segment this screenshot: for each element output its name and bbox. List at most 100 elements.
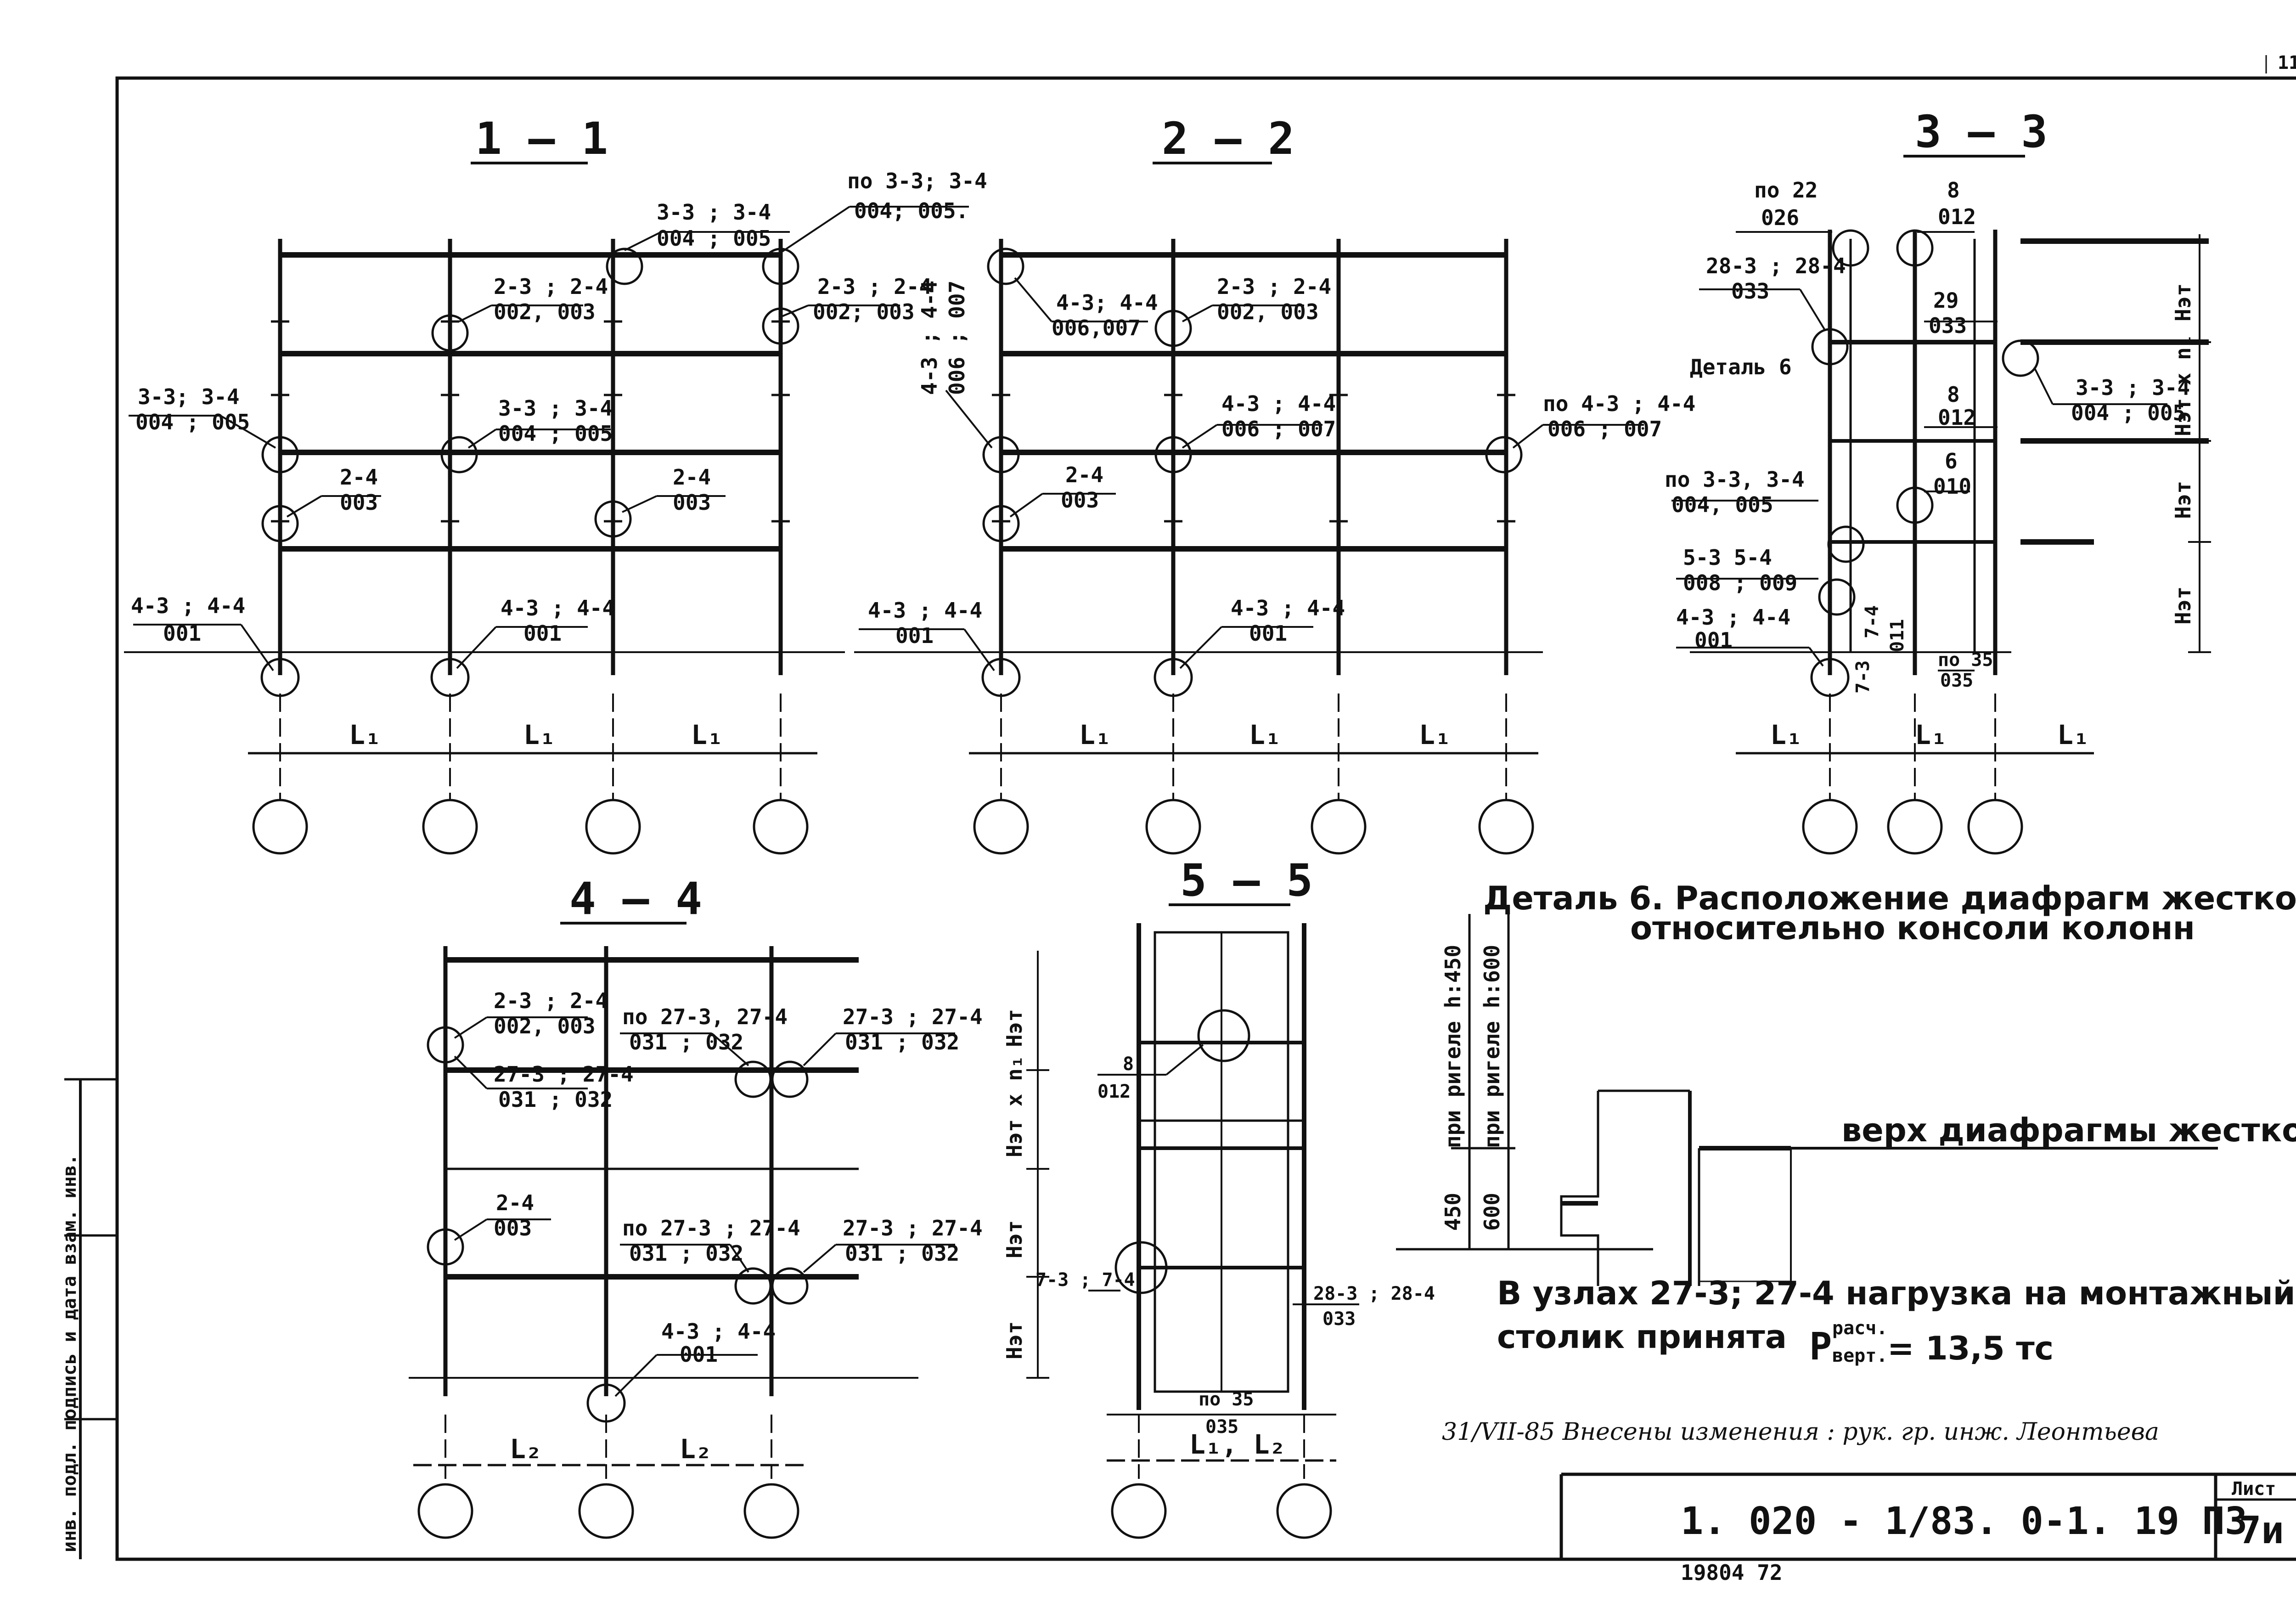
node-label: 026 — [1761, 205, 1799, 230]
node-label: 7-3 ; 7-4 — [1035, 1269, 1135, 1291]
detail-6: Деталь 6. Расположение диафрагм жесткост… — [1396, 880, 2296, 1286]
dim-L1: L₁ — [1419, 719, 1451, 750]
node-label: 003 — [1061, 488, 1099, 513]
sheet-number: 7и — [2239, 1509, 2284, 1552]
title-block — [1559, 1472, 2296, 1559]
labels-section-3-3: по 22 026 8 012 28-3 ; 28-4 033 29 033 Д… — [1665, 178, 2195, 750]
node-label: 006 ; 007 — [1548, 417, 1662, 441]
node-label: 3-3 ; 3-4 — [2076, 375, 2190, 400]
node-label: по 27-3 ; 27-4 — [622, 1216, 800, 1241]
node-label: 003 — [494, 1216, 532, 1241]
node-label: 033 — [1929, 313, 1967, 338]
section-title-2-2: 2 — 2 — [1162, 113, 1294, 164]
node-label: 012 — [1938, 405, 1976, 430]
node-label-vertical: 7-4 — [1862, 605, 1883, 638]
detail-subtitle: относительно консоли колонн — [1630, 909, 2195, 947]
dim-600: 600 — [1480, 1193, 1504, 1231]
labels-section-4-4: 2-3 ; 2-4 002, 003 по 27-3, 27-4 031 ; 0… — [494, 988, 1027, 1465]
node-label: 004 ; 005 — [498, 421, 613, 446]
section-titles: 1 — 1 2 — 2 3 — 3 4 — 4 5 — 5 — [471, 106, 2048, 925]
dim-L1: L₁ — [1770, 719, 1802, 750]
node-label: 2-3 ; 2-4 — [494, 274, 608, 299]
frame-section-2-2 — [854, 239, 1644, 855]
node-label: 4-3 ; 4-4 — [501, 596, 615, 620]
node-label: 004, 005 — [1671, 492, 1773, 517]
node-label: 004; 005. — [854, 198, 968, 223]
node-label: 6 — [1945, 449, 1958, 474]
node-label: 002, 003 — [494, 1014, 596, 1038]
node-label: 004 ; 005 — [657, 226, 771, 251]
dim-L2: L₂ — [680, 1433, 712, 1465]
node-label: 001 — [523, 621, 562, 646]
dim-Hzt: Нэт — [2171, 586, 2195, 625]
node-label: 004 ; 005 — [2071, 400, 2185, 425]
node-label: 033 — [1322, 1308, 1356, 1330]
node-label: 003 — [673, 490, 711, 515]
load-note: В узлах 27-3; 27-4 нагрузка на монтажный… — [1497, 1274, 2296, 1369]
detail-diaphragm-top: верх диафрагмы жесткости — [1841, 1111, 2296, 1149]
frame-section-4-4 — [409, 946, 1049, 1539]
dim-L1: L₁ — [1079, 719, 1111, 750]
node-label: по 35 — [1938, 649, 1993, 671]
note-line-1: В узлах 27-3; 27-4 нагрузка на монтажный — [1497, 1274, 2296, 1312]
dim-L1: L₁ — [1249, 719, 1281, 750]
section-title-5-5: 5 — 5 — [1180, 855, 1313, 906]
node-label: 2-4 — [340, 465, 378, 490]
dim-Hzt: Нэт — [2171, 481, 2195, 519]
node-label: 28-3 ; 28-4 — [1313, 1283, 1435, 1304]
labels-section-5-5: 8 012 7-3 ; 7-4 28-3 ; 28-4 033 по 35 03… — [1035, 1054, 1435, 1460]
frame-section-3-3 — [1671, 229, 2211, 855]
revision-note: 31/VII-85 Внесены изменения : рук. гр. и… — [1442, 1418, 2159, 1446]
node-label: 4-3 ; 4-4 — [131, 593, 245, 618]
node-label: 27-3 ; 27-4 — [843, 1216, 983, 1241]
node-label: 29 — [1933, 288, 1958, 313]
note-formula-sup: расч. — [1832, 1318, 1887, 1339]
dim-L1: L₁ — [691, 719, 723, 750]
node-label: 006 ; 007 — [1221, 417, 1336, 441]
node-label: 8 — [1947, 178, 1960, 203]
node-label-vertical: 7-3 — [1852, 660, 1874, 694]
node-label: 001 — [680, 1342, 718, 1367]
node-label: 002; 003 — [813, 299, 915, 324]
node-label: 5-3 5-4 — [1683, 545, 1772, 570]
node-label: 033 — [1731, 279, 1769, 304]
node-label: по 3-3, 3-4 — [1665, 467, 1805, 492]
node-label: 001 — [1249, 621, 1287, 646]
corner-mark: 11 — [2278, 52, 2296, 73]
dim-L2: L₂ — [510, 1433, 542, 1465]
node-label-vertical: 006 ; 007 — [945, 281, 969, 395]
node-label: 27-3 ; 27-4 — [843, 1004, 983, 1029]
section-title-4-4: 4 — 4 — [569, 873, 702, 925]
node-label: 4-3 ; 4-4 — [1676, 605, 1790, 630]
node-label-vertical: 011 — [1887, 619, 1908, 652]
detail-title: Деталь 6. Расположение диафрагм жесткост… — [1483, 880, 2296, 917]
dim-450: 450 — [1441, 1193, 1465, 1231]
node-label: 001 — [895, 623, 934, 648]
node-label: 2-4 — [1065, 462, 1103, 487]
node-label: 012 — [1097, 1081, 1131, 1102]
dim-Hzt-n1: Нэт х n₁ — [1002, 1055, 1027, 1157]
node-label: 27-3 ; 27-4 — [494, 1062, 634, 1087]
node-label: 4-3 ; 4-4 — [1231, 596, 1345, 620]
frame-section-1-1 — [124, 206, 969, 855]
note-formula-p: P — [1809, 1325, 1832, 1369]
node-label: 8 — [1947, 382, 1960, 407]
dim-L1: L₁ — [349, 719, 381, 750]
note-formula-sub: верт. — [1832, 1345, 1887, 1366]
dim-L1: L₁ — [1915, 719, 1947, 750]
node-label: по 27-3, 27-4 — [622, 1004, 788, 1029]
node-label: 031 ; 032 — [629, 1241, 743, 1266]
node-label: 4-3 ; 4-4 — [1221, 391, 1336, 416]
sheet-label: Лист — [2232, 1478, 2276, 1500]
node-label: 4-3; 4-4 — [1056, 290, 1158, 315]
node-label: 008 ; 009 — [1683, 570, 1797, 595]
node-label: 2-3 ; 2-4 — [817, 274, 932, 299]
node-label: 8 — [1123, 1054, 1134, 1075]
node-label: 3-3 ; 3-4 — [498, 396, 613, 421]
detail-label-600: при ригеле h:600 — [1480, 945, 1504, 1148]
section-title-1-1: 1 — 1 — [475, 113, 608, 164]
dim-Hzt: Нэт — [2171, 283, 2195, 321]
node-label-vertical: 4-3 ; 4-4 — [917, 281, 942, 395]
dim-Hzt: Нэт — [1002, 1220, 1027, 1258]
